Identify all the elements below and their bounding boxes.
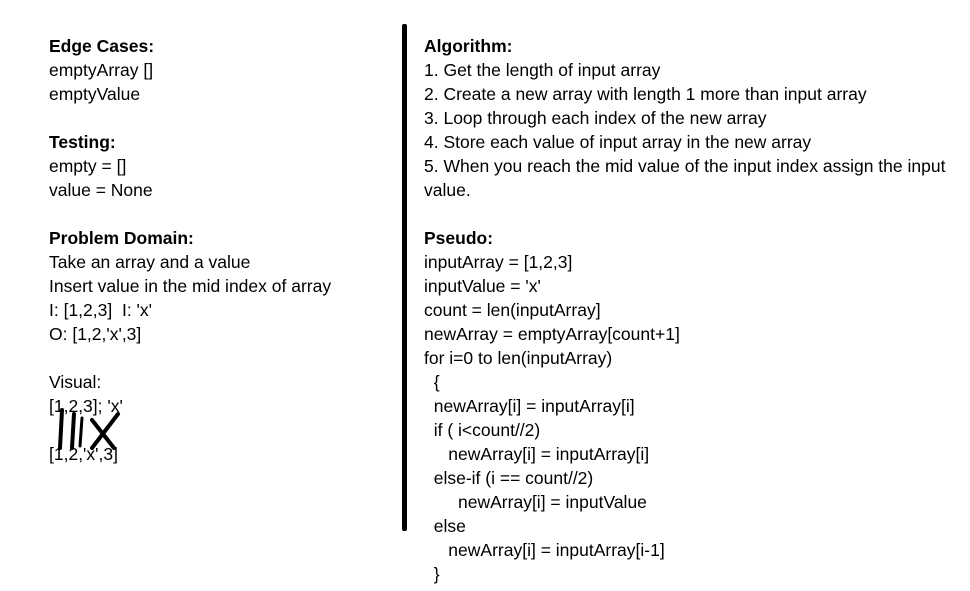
testing-heading: Testing: — [49, 132, 116, 152]
pseudo-line: } — [424, 564, 440, 584]
pseudo-line: else — [424, 516, 466, 536]
problem-domain-line: O: [1,2,'x',3] — [49, 324, 142, 344]
problem-domain-heading: Problem Domain: — [49, 228, 194, 248]
pseudo-heading: Pseudo: — [424, 228, 494, 248]
column-divider — [402, 24, 407, 531]
algorithm-step: 3. Loop through each index of the new ar… — [424, 108, 767, 128]
algorithm-step: 1. Get the length of input array — [424, 60, 661, 80]
pseudo-line: inputValue = 'x' — [424, 276, 541, 296]
pseudo-line: newArray[i] = inputArray[i] — [424, 444, 650, 464]
left-column: Edge Cases: emptyArray [] emptyValue Tes… — [49, 34, 389, 466]
pseudo-line: newArray[i] = inputArray[i-1] — [424, 540, 665, 560]
algorithm-heading: Algorithm: — [424, 36, 513, 56]
pseudo-line: count = len(inputArray] — [424, 300, 601, 320]
pseudo-line: inputArray = [1,2,3] — [424, 252, 573, 272]
hand-drawn-sketch — [58, 408, 120, 450]
right-column: Algorithm: 1. Get the length of input ar… — [424, 34, 964, 586]
algorithm-step: 5. When you reach the mid value of the i… — [424, 156, 946, 200]
problem-domain-line: Insert value in the mid index of array — [49, 276, 332, 296]
pseudo-line: newArray[i] = inputValue — [424, 492, 647, 512]
edge-case-line: emptyValue — [49, 84, 141, 104]
visual-output-line: [1,2,'x',3] — [49, 444, 118, 464]
visual-input-line: [1,2,3]; 'x' — [49, 396, 123, 416]
problem-domain-line: I: [1,2,3] I: 'x' — [49, 300, 152, 320]
pseudo-line: newArray = emptyArray[count+1] — [424, 324, 680, 344]
testing-line: empty = [] — [49, 156, 127, 176]
pseudo-line: newArray[i] = inputArray[i] — [424, 396, 635, 416]
problem-domain-line: Take an array and a value — [49, 252, 251, 272]
edge-case-line: emptyArray [] — [49, 60, 154, 80]
visual-heading: Visual: — [49, 372, 102, 392]
algorithm-step: 4. Store each value of input array in th… — [424, 132, 812, 152]
pseudo-line: if ( i<count//2) — [424, 420, 541, 440]
algorithm-step: 2. Create a new array with length 1 more… — [424, 84, 867, 104]
pseudo-line: else-if (i == count//2) — [424, 468, 594, 488]
edge-cases-heading: Edge Cases: — [49, 36, 155, 56]
pseudo-line: { — [424, 372, 440, 392]
pseudo-line: for i=0 to len(inputArray) — [424, 348, 613, 368]
testing-line: value = None — [49, 180, 153, 200]
